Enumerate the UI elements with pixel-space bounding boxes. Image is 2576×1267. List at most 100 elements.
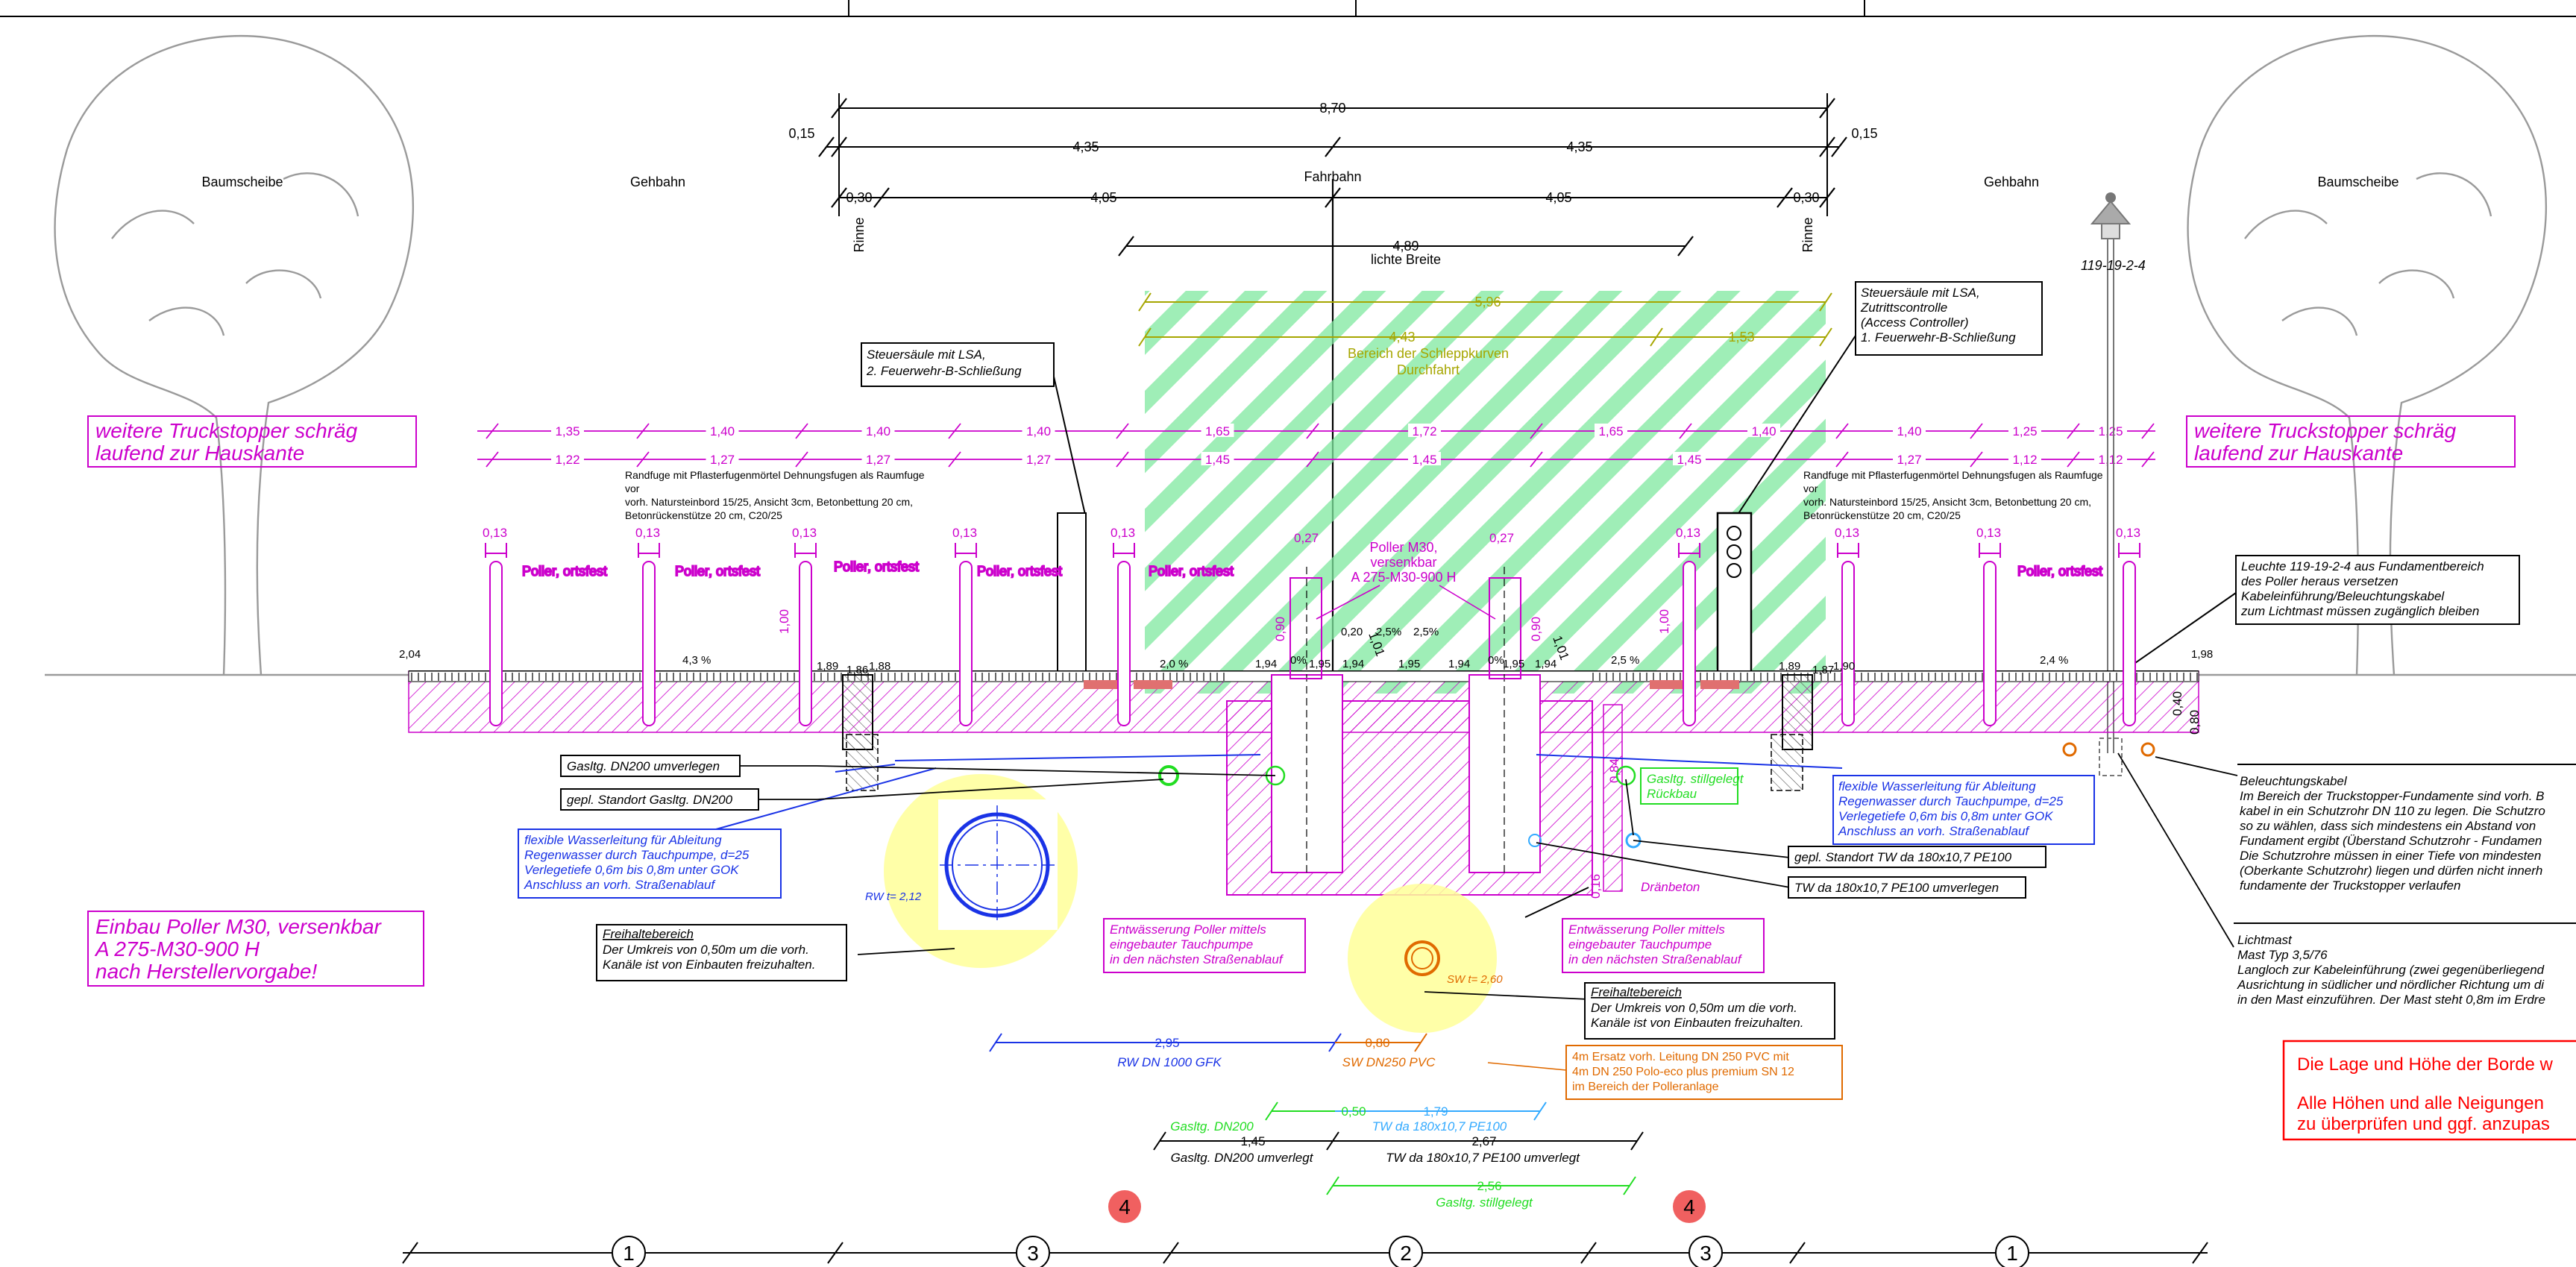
wasser-left-line: flexible Wasserleitung für Ableitung (524, 833, 722, 847)
dim-gas-off: 2,56 (1477, 1179, 1501, 1193)
sw-depth: SW t= 2,60 (1447, 973, 1503, 986)
entw-right-line: in den nächsten Straßenablauf (1568, 952, 1743, 966)
lamp-type-label: 119-19-2-4 (2081, 258, 2146, 273)
lichtmast-line: Ausrichtung in südlicher und nördlicher … (2237, 978, 2545, 992)
dim-1-00-right: 1,00 (1657, 609, 1671, 634)
section-marker-label: 1 (623, 1242, 635, 1265)
chain-lower-tick (1835, 451, 1849, 468)
width-label: 0,13 (2116, 526, 2140, 540)
chain-lower-tick (636, 451, 650, 468)
dim-swept-b: 1,53 (1728, 330, 1754, 345)
beleuchtung-title: Beleuchtungskabel (2240, 774, 2348, 788)
freihaltebereich-rw: RW t= 2,12 (865, 774, 1078, 968)
level-1-95a: 1,95 (1309, 658, 1331, 670)
chain-upper-tick (2141, 423, 2155, 439)
dim-0-90-right: 0,90 (1529, 617, 1543, 641)
entw-left-line: eingebauter Tauchpumpe (1110, 937, 1253, 952)
randfuge-note-left: Randfuge mit Pflasterfugenmörtel Dehnung… (625, 469, 925, 521)
dim-0-80: 0,80 (2187, 710, 2202, 735)
axis-tick (1789, 1242, 1806, 1264)
steuersaeule-2-note: Steuersäule mit LSA,2. Feuerwehr-B-Schli… (861, 342, 1087, 682)
beleuchtung-line: fundamente der Truckstopper verlaufen (2240, 878, 2460, 893)
dim-sw: 0,80 (1365, 1036, 1389, 1050)
dim-0-20: 0,20 (1341, 626, 1363, 638)
dim-gas-off-label: Gasltg. stillgelegt (1436, 1195, 1533, 1210)
axis-tick (1163, 1242, 1179, 1264)
chain-lower-label-bg (1201, 452, 1234, 465)
svg-text:flexible Wasserleitung für Abl: flexible Wasserleitung für AbleitungRege… (1838, 779, 2064, 838)
randfuge-line: Betonrückenstütze 20 cm, C20/25 (1803, 509, 1961, 521)
chain-upper-tick (1530, 423, 1543, 439)
dim-0-16: 0,16 (1589, 874, 1603, 899)
chain-upper-label-bg (1747, 424, 1780, 437)
poller-m30-line: Poller M30, (1369, 540, 1437, 555)
chain-lower-label-bg (1408, 452, 1441, 465)
wasser-right-line: Anschluss an vorh. Straßenablauf (1838, 824, 2030, 838)
entw-left-line: in den nächsten Straßenablauf (1110, 952, 1284, 966)
ersatz-line: im Bereich der Polleranlage (1572, 1081, 1719, 1093)
width-label: 0,13 (1835, 526, 1859, 540)
water-line-right (1536, 754, 1843, 769)
tw-umverlegen-note: TW da 180x10,7 PE100 umverlegen (1788, 876, 2026, 899)
bottom-utility-dims (989, 1033, 1644, 1195)
svg-text:4: 4 (1119, 1195, 1131, 1219)
dim-rw: 2,95 (1155, 1036, 1179, 1050)
chain-upper-label: 1,40 (1026, 424, 1051, 438)
ersatz-line: 4m Ersatz vorh. Leitung DN 250 PVC mit (1572, 1051, 1789, 1063)
rinne-label-left: Rinne (852, 217, 867, 252)
svg-text:Leuchte 119-19-2-4 aus Fundame: Leuchte 119-19-2-4 aus Fundamentbereichd… (2240, 559, 2484, 618)
ersatz-line: 4m DN 250 Polo-eco plus premium SN 12 (1572, 1066, 1794, 1078)
bollard-fixed: 0,13 (635, 526, 660, 726)
chain-lower-label-bg (1673, 452, 1706, 465)
freihalte-left-title: Freihaltebereich (603, 927, 694, 941)
chain-upper-tick (1970, 423, 1983, 439)
level-1-98: 1,98 (2191, 648, 2213, 661)
zone-baumscheibe-left: Baumscheibe (201, 175, 283, 189)
gas-standort-text: gepl. Standort Gasltg. DN200 (567, 793, 733, 807)
svg-text:flexible Wasserleitung für Abl: flexible Wasserleitung für AbleitungRege… (524, 833, 750, 892)
leuchte-line: Leuchte 119-19-2-4 aus Fundamentbereich (2241, 559, 2484, 573)
marker-4-left: 4 (1108, 1190, 1141, 1223)
chain-upper-label: 1,25 (2012, 424, 2037, 438)
level-1-94d: 1,94 (1535, 658, 1556, 670)
entw-right-line: eingebauter Tauchpumpe (1568, 937, 1712, 952)
level-1-86: 1,86 (846, 664, 868, 676)
dim-rinne-right: 0,30 (1793, 190, 1819, 205)
freihalte-left-line: Kanäle ist von Einbauten freizuhalten. (603, 958, 815, 972)
svg-text:4m Ersatz vorh. Leitung DN 250: 4m Ersatz vorh. Leitung DN 250 PVC mit 4m… (1572, 1051, 1794, 1093)
chain-upper-label-bg (551, 424, 584, 437)
freihaltebereich-sw: SW t= 2,60 (1348, 884, 1503, 1033)
dim-half-right: 4,35 (1566, 139, 1592, 154)
frame-top (0, 0, 2576, 17)
svg-text:Steuersäule mit LSA,2. Feuerwe: Steuersäule mit LSA,2. Feuerwehr-B-Schli… (866, 348, 1022, 378)
dim-rinne-left: 0,30 (846, 190, 872, 205)
randfuge-line: Randfuge mit Pflasterfugenmörtel Dehnung… (1803, 469, 2103, 481)
bollard-label: Poller, ortsfest (834, 559, 919, 574)
steuer2-line: 2. Feuerwehr-B-Schließung (866, 364, 1022, 378)
chain-upper-label: 1,40 (710, 424, 735, 438)
chain-lower-tick (2141, 451, 2155, 468)
chain-upper-tick (948, 423, 961, 439)
randfuge-line: Randfuge mit Pflasterfugenmörtel Dehnung… (625, 469, 925, 481)
width-label: 0,13 (635, 526, 660, 540)
bollard-label: Poller, ortsfest (977, 564, 1062, 579)
chain-lower-tick (948, 451, 961, 468)
chain-upper-label: 1,40 (866, 424, 890, 438)
truck-right-line: weitere Truckstopper schräg (2194, 419, 2457, 442)
slope-2-5c: 2,5 % (1611, 654, 1639, 667)
tw-standort-text: gepl. Standort TW da 180x10,7 PE100 (1794, 850, 2012, 864)
wasser-right-line: Verlegetiefe 0,6m bis 0,8m unter GOK (1838, 809, 2053, 823)
chain-upper-label-bg (1408, 424, 1441, 437)
bollard-label: Poller, ortsfest (1149, 564, 1234, 579)
dim-half-left: 4,35 (1072, 139, 1099, 154)
